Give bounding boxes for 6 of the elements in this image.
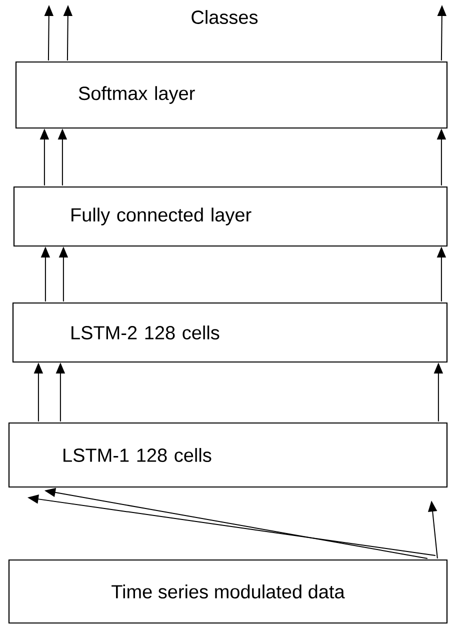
layer-box: Time series modulated data xyxy=(8,559,448,624)
output-label: Classes xyxy=(192,10,258,24)
layer-box: LSTM-2 128 cells xyxy=(12,302,448,363)
layer-box: Softmax layer xyxy=(15,61,448,129)
layer-box: LSTM-1 128 cells xyxy=(8,422,448,488)
layer-box: Fully connected layer xyxy=(13,186,448,247)
